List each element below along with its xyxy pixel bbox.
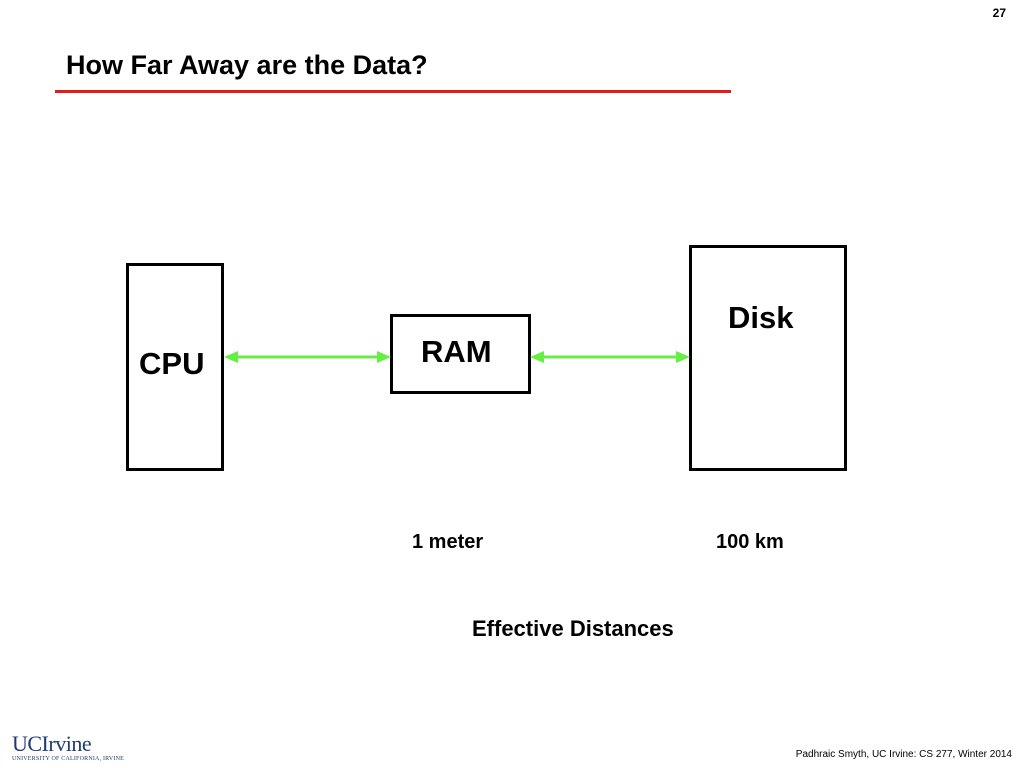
diagram-caption: Effective Distances xyxy=(472,616,674,641)
ram-distance-label: 1 meter xyxy=(412,531,484,553)
cpu-label: CPU xyxy=(139,346,205,381)
cpu-box: CPU xyxy=(126,263,224,471)
logo-subtitle: University of California, Irvine xyxy=(12,756,125,762)
uc-irvine-logo: UCIrvine University of California, Irvin… xyxy=(12,731,125,763)
title-underline xyxy=(55,90,731,93)
footer-credit: Padhraic Smyth, UC Irvine: CS 277, Winte… xyxy=(795,749,1012,760)
slide-title: How Far Away are the Data? xyxy=(66,50,428,80)
ram-label: RAM xyxy=(421,334,492,369)
slide-number: 27 xyxy=(992,6,1006,20)
disk-distance-label: 100 km xyxy=(716,531,784,553)
cpu-ram-arrow xyxy=(224,351,391,363)
disk-box: Disk xyxy=(689,245,847,471)
ram-box: RAM xyxy=(390,314,531,394)
logo-wordmark: UCIrvine xyxy=(12,731,92,756)
disk-label: Disk xyxy=(728,300,794,335)
ram-disk-arrow xyxy=(530,351,690,363)
